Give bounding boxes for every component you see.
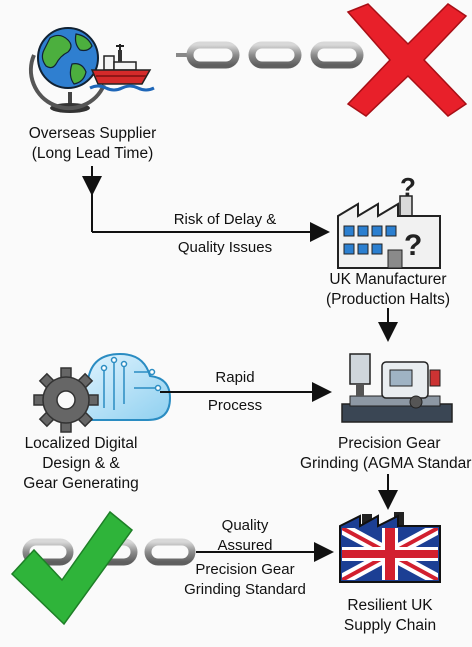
edge-label-process: Process (180, 396, 290, 416)
overseas-line2: (Long Lead Time) (31, 145, 154, 162)
uk-manufacturer-line2: (Production Halts) (325, 291, 451, 308)
uk-manufacturer-line1: UK Manufacturer (329, 271, 447, 288)
digital-line1: Localized Digital (24, 435, 138, 452)
edge-label-rapid: Rapid (180, 368, 290, 388)
node-overseas-supplier: Overseas Supplier (Long Lead Time) (20, 124, 165, 164)
resilient-line1: Resilient UK (347, 597, 433, 614)
grinding-line2: Grinding (AGMA Standar (300, 455, 472, 472)
risk-line2: Quality Issues (177, 239, 273, 256)
grinding-line1: Precision Gear (338, 435, 441, 452)
quality-line2: Assured (217, 537, 273, 554)
risk-line1: Risk of Delay & (173, 211, 277, 228)
grinding-machine-icon (341, 353, 453, 423)
edge-label-risk: Risk of Delay & (150, 210, 300, 230)
cargo-ship-icon (89, 44, 155, 92)
gear-icon (33, 367, 99, 433)
digital-line3: Gear Generating (23, 475, 139, 492)
rapid-line2: Process (207, 397, 263, 414)
rapid-line1: Rapid (215, 369, 255, 386)
node-digital-design: Localized Digital Design & & Gear Genera… (6, 434, 156, 494)
quality-line1: Quality (221, 517, 269, 534)
resilient-line2: Supply Chain (343, 617, 437, 634)
digital-line2: Design & & (42, 455, 120, 472)
red-cross-icon (346, 3, 468, 117)
node-uk-manufacturer: UK Manufacturer (Production Halts) (318, 270, 458, 310)
question-mark-icon: ? ? (400, 172, 422, 262)
factory-icon (337, 195, 441, 269)
svg-text:?: ? (404, 229, 422, 262)
edge-label-precision-standard: Precision Gear Grinding Standard (170, 560, 320, 600)
uk-flag-factory-icon (339, 512, 441, 583)
edge-label-quality-issues: Quality Issues (150, 238, 300, 258)
globe-icon (28, 27, 106, 113)
broken-chain-icon (176, 41, 364, 69)
quality-line3: Precision Gear (195, 561, 295, 578)
quality-line4: Grinding Standard (184, 581, 306, 598)
svg-text:?: ? (400, 172, 416, 202)
overseas-line1: Overseas Supplier (28, 125, 157, 142)
edge-label-quality-assured: Quality Assured (190, 516, 300, 556)
arrow-overseas-to-uk (82, 166, 330, 242)
node-precision-grinding: Precision Gear Grinding (AGMA Standar (300, 434, 472, 474)
node-resilient-uk: Resilient UK Supply Chain (320, 596, 460, 636)
green-check-icon (10, 510, 134, 626)
